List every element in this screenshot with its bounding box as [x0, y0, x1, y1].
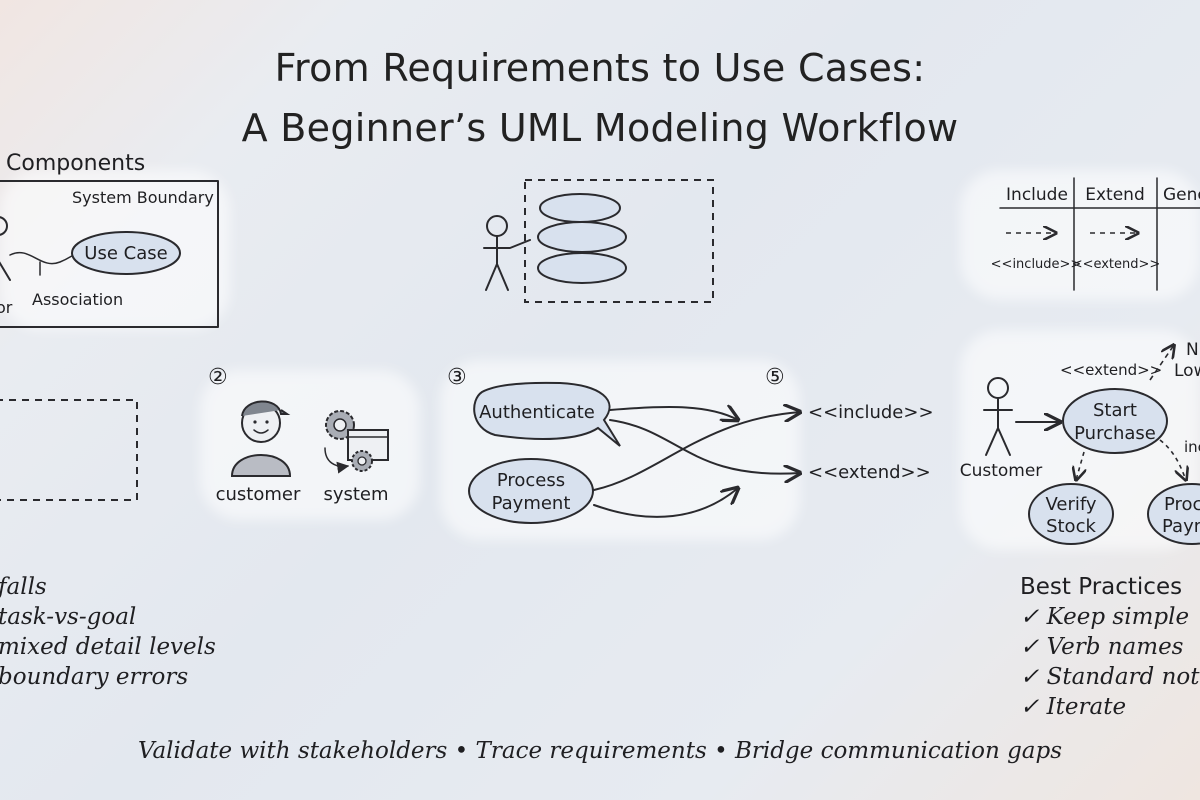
best-practices-heading: Best Practices [1020, 574, 1183, 600]
include-payment-arrow [1159, 439, 1186, 480]
header-generalization: Gene [1163, 185, 1200, 205]
authenticate-bubble [473, 381, 621, 447]
check-icon: ✓ [1020, 664, 1040, 690]
notify-line2: Low [1174, 361, 1200, 381]
left-dashed-box [0, 399, 138, 501]
process-payment-line2: Payment [492, 493, 571, 514]
system-boundary-label: System Boundary [72, 188, 214, 207]
use-case-label: Use Case [84, 243, 167, 264]
curve-auth-to-include [609, 407, 738, 420]
association-label: Association [32, 290, 123, 309]
actor-figure [0, 216, 11, 281]
practice-label: Verb names [1046, 634, 1184, 660]
include-verify-arrow [1076, 451, 1084, 480]
stacked-usecase-2 [537, 221, 627, 253]
curve-auth-to-extend [609, 419, 800, 474]
step2-system-label: system [323, 484, 388, 505]
best-practices-section: Best Practices ✓ Keep simple ✓ Verb name… [1020, 572, 1200, 722]
start-purchase-ellipse [1062, 388, 1168, 454]
step2-customer-label: customer [216, 484, 301, 505]
practice-item: ✓ Iterate [1020, 692, 1200, 722]
notify-line1: N [1186, 340, 1199, 360]
system-boundary-box [0, 180, 219, 328]
check-icon: ✓ [1020, 694, 1040, 720]
pitfall-item: mixed detail levels [0, 634, 216, 660]
pitfalls-heading: falls [0, 574, 47, 600]
practice-item: ✓ Standard notat [1020, 662, 1200, 692]
title-line-2: A Beginner’s UML Modeling Workflow [241, 106, 959, 150]
association-line [9, 252, 79, 265]
extend-stereotype: <<extend>> [1072, 257, 1161, 272]
process-payment-example-ellipse [1147, 483, 1200, 545]
presenter-actor [483, 215, 531, 291]
stacked-usecase-1 [539, 193, 621, 223]
customer-actor-figure [983, 377, 1013, 456]
actor-label: or [0, 298, 13, 317]
title-line-1: From Requirements to Use Cases: [274, 46, 926, 90]
stacked-usecase-3 [537, 252, 627, 284]
relationships-table [999, 177, 1200, 291]
practice-label: Standard notat [1046, 664, 1200, 690]
start-purchase-line1: Start [1093, 400, 1137, 421]
example-payment-line2: Paym [1162, 516, 1200, 537]
verify-stock-line2: Stock [1046, 516, 1096, 537]
header-include: Include [1006, 185, 1068, 205]
example-customer-label: Customer [960, 461, 1043, 481]
extend-to-notify-arrow [1149, 345, 1174, 381]
practice-item: ✓ Verb names [1020, 632, 1200, 662]
example-include-label: inc [1184, 438, 1200, 456]
header-extend: Extend [1085, 185, 1145, 205]
step5-extend: <<extend>> [808, 462, 931, 483]
process-payment-ellipse [468, 458, 594, 524]
curve-payment-to-extend [593, 488, 738, 518]
step5-number: ⑤ [765, 365, 785, 390]
authenticate-label: Authenticate [479, 402, 595, 423]
example-extend-label: <<extend>> [1060, 361, 1162, 379]
example-payment-line1: Proc [1164, 494, 1200, 515]
components-heading: Components [6, 151, 145, 176]
practice-item: ✓ Keep simple [1020, 602, 1200, 632]
curve-payment-to-include [593, 412, 800, 491]
pitfall-item: task-vs-goal [0, 604, 137, 630]
footer-tagline: Validate with stakeholders • Trace requi… [137, 738, 1063, 764]
practice-label: Keep simple [1046, 604, 1190, 630]
pitfall-item: boundary errors [0, 664, 189, 690]
start-purchase-line2: Purchase [1074, 423, 1156, 444]
verify-stock-line1: Verify [1045, 494, 1096, 515]
process-payment-line1: Process [497, 470, 565, 491]
verify-stock-ellipse [1028, 483, 1114, 545]
check-icon: ✓ [1020, 604, 1040, 630]
pitfalls-section: falls task-vs-goal mixed detail levels b… [0, 572, 216, 692]
system-gears-icon [324, 410, 389, 474]
step2-number: ② [208, 365, 228, 390]
include-stereotype: <<include>> [991, 257, 1082, 272]
step3-number: ③ [447, 365, 467, 390]
practice-label: Iterate [1046, 694, 1127, 720]
check-icon: ✓ [1020, 634, 1040, 660]
use-case-ellipse [71, 231, 181, 275]
customer-avatar-icon [230, 400, 292, 477]
step5-include: <<include>> [808, 402, 934, 423]
